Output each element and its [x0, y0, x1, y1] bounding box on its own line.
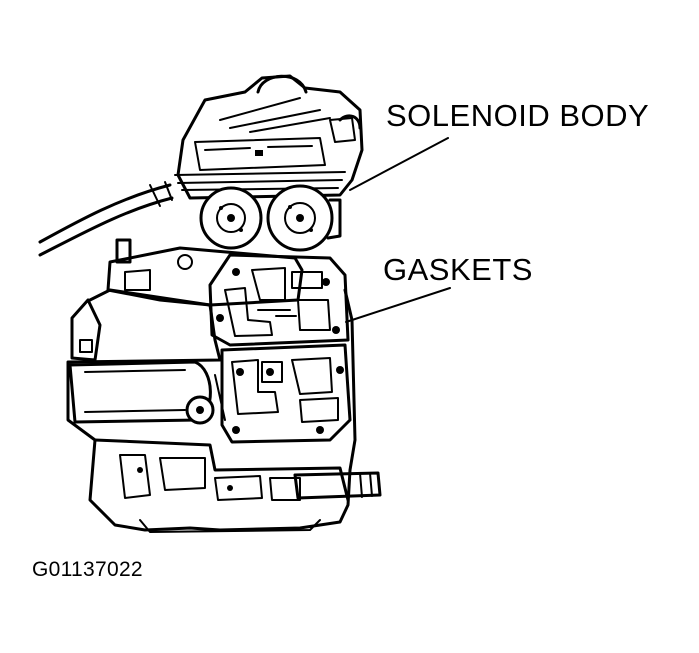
gaskets-leader	[345, 287, 451, 323]
solenoid-body-drawing	[38, 74, 364, 257]
gasket-upper	[208, 253, 350, 347]
gasket-lower	[220, 343, 352, 444]
gaskets-label: GASKETS	[383, 252, 533, 287]
solenoid-body-leader	[349, 137, 449, 191]
valve-body-drawing	[66, 238, 382, 533]
solenoid-body-label: SOLENOID BODY	[386, 98, 650, 133]
figure-id: G01137022	[32, 558, 143, 581]
solenoid-cylinders	[199, 184, 342, 252]
